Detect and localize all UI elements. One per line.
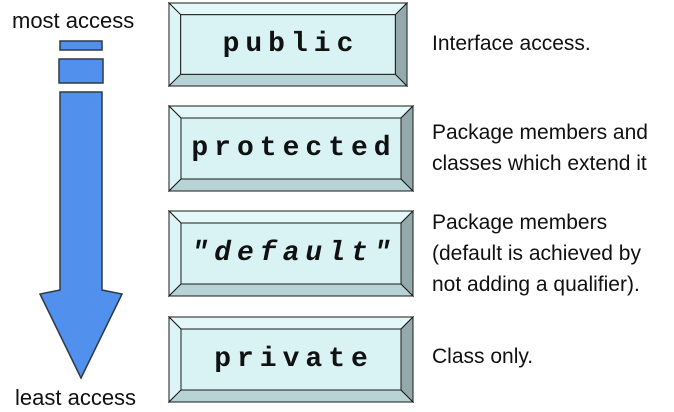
bevel-top bbox=[168, 210, 414, 224]
arrow-shaft-and-head bbox=[38, 91, 124, 380]
description-line: classes which extend it bbox=[432, 152, 647, 175]
key-face bbox=[180, 222, 402, 285]
key-private: private bbox=[168, 316, 414, 403]
bevel-bottom bbox=[168, 178, 414, 192]
key-face bbox=[180, 328, 402, 391]
key-bevel-graphic bbox=[168, 105, 414, 192]
arrow-segment-2 bbox=[58, 58, 104, 84]
bevel-right bbox=[400, 316, 414, 403]
bevel-top bbox=[168, 316, 414, 330]
key-label-default: "default" bbox=[191, 238, 397, 269]
description-line: not adding a qualifier). bbox=[432, 273, 640, 296]
key-default: "default" bbox=[168, 210, 414, 297]
description-protected: Package members and classes which extend… bbox=[432, 117, 648, 179]
bevel-bottom bbox=[168, 283, 414, 297]
bevel-right bbox=[394, 2, 408, 87]
description-default: Package members (default is achieved by … bbox=[432, 207, 641, 300]
key-public: public bbox=[168, 2, 408, 87]
down-arrow-icon bbox=[38, 40, 124, 380]
description-private: Class only. bbox=[432, 341, 533, 372]
key-bevel-graphic bbox=[168, 2, 408, 87]
key-bevel-graphic bbox=[168, 210, 414, 297]
bevel-right bbox=[400, 105, 414, 192]
bevel-left bbox=[168, 2, 182, 87]
bevel-left bbox=[168, 210, 182, 297]
key-protected: protected bbox=[168, 105, 414, 192]
description-line: Package members and bbox=[432, 121, 648, 144]
key-label-public: public bbox=[222, 29, 360, 60]
key-bevel-graphic bbox=[168, 316, 414, 403]
arrow-segment-1 bbox=[59, 40, 103, 51]
key-label-protected: protected bbox=[191, 133, 397, 164]
key-label-private: private bbox=[214, 344, 374, 375]
bevel-bottom bbox=[168, 389, 414, 403]
bevel-bottom bbox=[168, 73, 408, 87]
bevel-left bbox=[168, 316, 182, 403]
bevel-right bbox=[400, 210, 414, 297]
key-face bbox=[180, 117, 402, 180]
bevel-top bbox=[168, 2, 408, 16]
description-line: Package members bbox=[432, 211, 608, 234]
bevel-left bbox=[168, 105, 182, 192]
description-line: Interface access. bbox=[432, 32, 591, 55]
key-face bbox=[180, 14, 396, 75]
bevel-top bbox=[168, 105, 414, 119]
description-line: (default is achieved by bbox=[432, 242, 641, 265]
most-access-label: most access bbox=[12, 8, 135, 33]
description-line: Class only. bbox=[432, 345, 534, 368]
least-access-label: least access bbox=[15, 385, 137, 410]
description-public: Interface access. bbox=[432, 28, 591, 59]
